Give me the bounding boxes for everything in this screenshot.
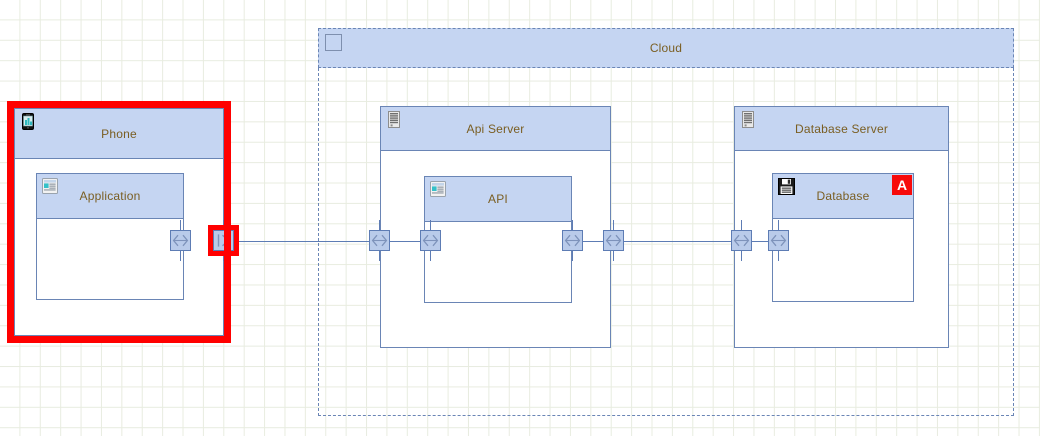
port-application-out-stub-bottom	[180, 251, 181, 261]
node-phone-header: Phone	[15, 109, 223, 159]
link-api-to-api-server[interactable]	[583, 241, 603, 242]
port-application-out[interactable]	[170, 230, 191, 251]
window-application-icon	[42, 178, 58, 195]
node-database-label: Database	[816, 189, 870, 203]
link-db-server-to-db[interactable]	[752, 241, 768, 242]
container-cloud[interactable]: Cloud	[318, 28, 1014, 416]
port-db-in-stub-bottom	[778, 251, 779, 261]
port-api-server-in-stub-top	[379, 220, 380, 230]
node-database-server-header: Database Server	[735, 107, 948, 151]
link-phone-to-api-server[interactable]	[234, 241, 369, 242]
node-api-header: API	[425, 177, 571, 222]
node-application-label: Application	[79, 189, 141, 203]
mobile-phone-icon	[20, 113, 36, 130]
node-database[interactable]: Database A	[772, 173, 914, 302]
node-api[interactable]: API	[424, 176, 572, 303]
port-db-server-in-stub-bottom	[741, 251, 742, 261]
port-phone-out-stub-top	[223, 220, 224, 230]
link-cloud-to-db-server[interactable]	[624, 241, 731, 242]
port-api-server-out-stub-top	[613, 220, 614, 230]
port-api-in[interactable]	[420, 230, 441, 251]
port-api-server-out-stub-bottom	[613, 251, 614, 261]
port-phone-out-stub-bottom	[223, 251, 224, 261]
node-api-server-header: Api Server	[381, 107, 610, 151]
node-application[interactable]: Application	[36, 173, 184, 300]
port-phone-out[interactable]	[213, 230, 234, 251]
container-cloud-label: Cloud	[649, 41, 683, 55]
port-db-server-in-stub-top	[741, 220, 742, 230]
port-api-out-stub-top	[572, 220, 573, 230]
port-db-in-stub-top	[778, 220, 779, 230]
port-api-in-stub-top	[430, 220, 431, 230]
node-database-header: Database A	[773, 174, 913, 219]
container-cloud-header: Cloud	[318, 28, 1014, 68]
link-api-server-to-api[interactable]	[390, 241, 420, 242]
port-api-in-stub-bottom	[430, 251, 431, 261]
port-api-out-stub-bottom	[572, 251, 573, 261]
server-rack-icon	[740, 111, 756, 128]
node-api-server-label: Api Server	[466, 121, 525, 136]
window-application-icon	[430, 181, 446, 198]
empty-square-icon	[325, 34, 342, 51]
port-db-in[interactable]	[768, 230, 789, 251]
status-badge: A	[892, 175, 912, 195]
port-db-server-in[interactable]	[731, 230, 752, 251]
node-database-server-label: Database Server	[794, 121, 889, 136]
node-phone-label: Phone	[101, 126, 137, 141]
port-api-out[interactable]	[562, 230, 583, 251]
port-api-server-in-stub-bottom	[379, 251, 380, 261]
floppy-disk-icon	[778, 178, 795, 195]
node-api-label: API	[488, 192, 508, 206]
port-api-server-out[interactable]	[603, 230, 624, 251]
node-application-header: Application	[37, 174, 183, 219]
server-rack-icon	[386, 111, 402, 128]
port-api-server-in[interactable]	[369, 230, 390, 251]
port-application-out-stub-top	[180, 220, 181, 230]
